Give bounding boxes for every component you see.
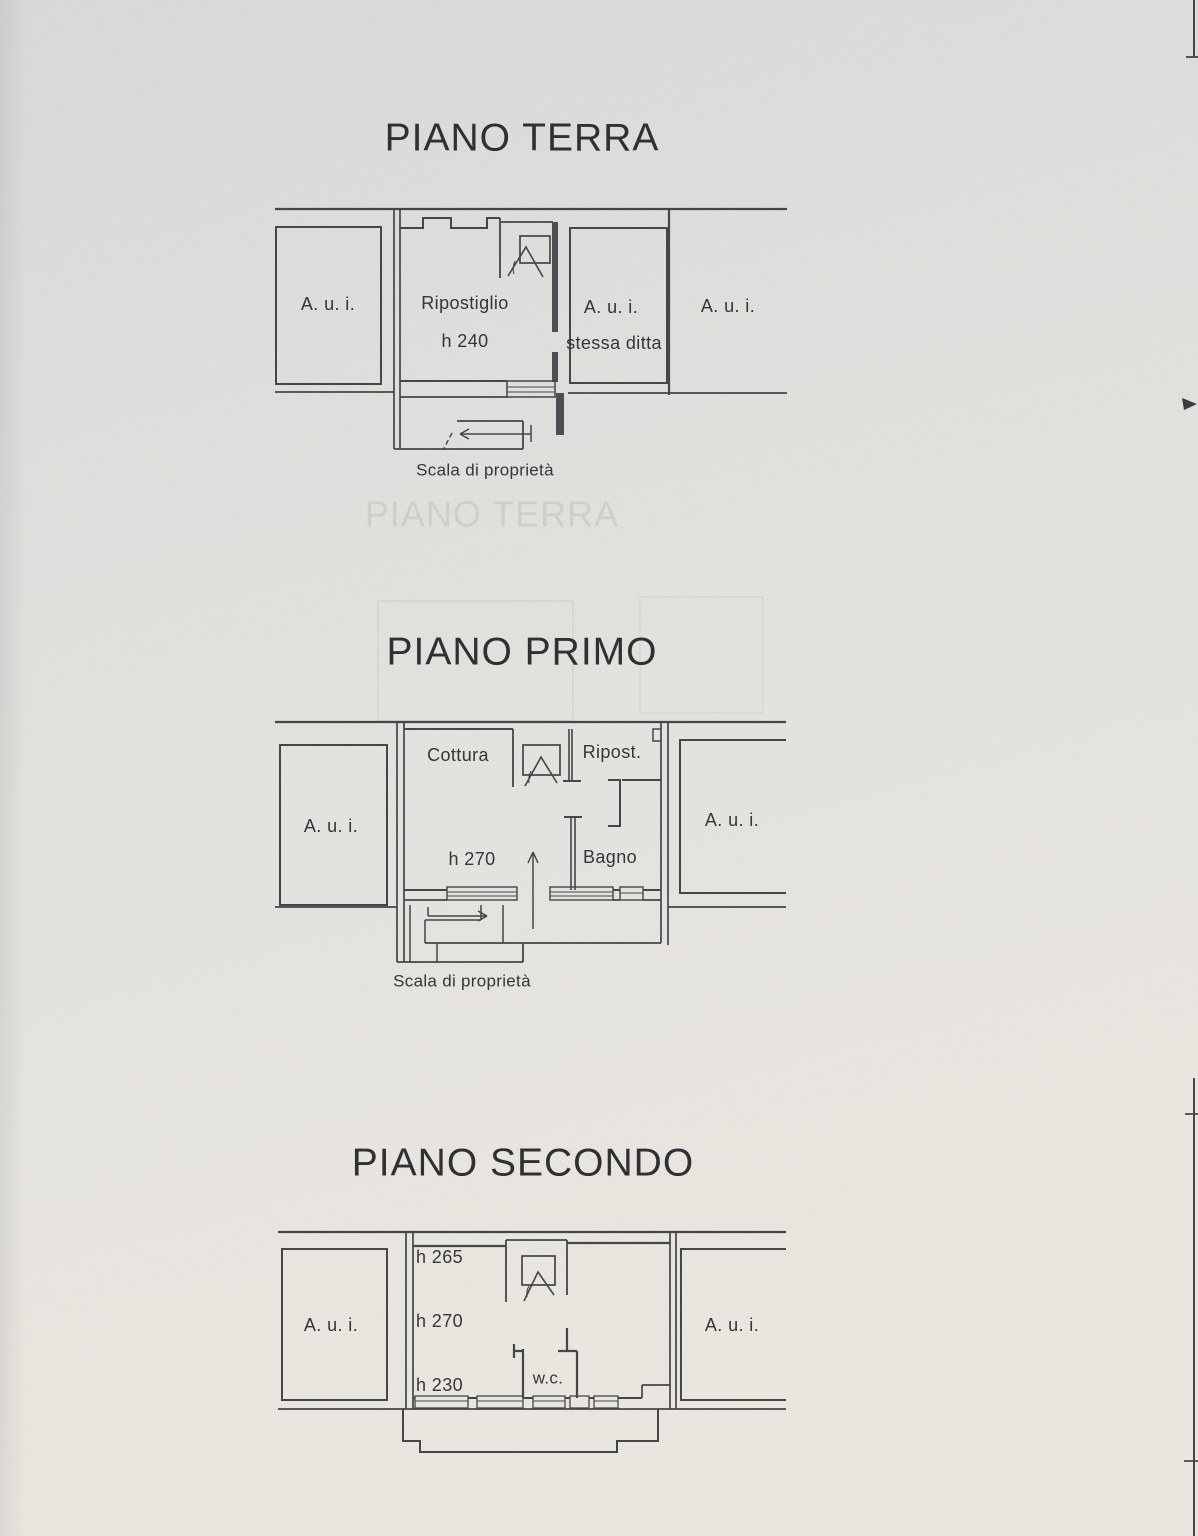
piano-primo-stairs <box>397 905 661 963</box>
piano-primo-plan: PIANO PRIMO <box>275 631 786 991</box>
room-label-ripost: Ripost. <box>583 742 642 762</box>
piano-primo-walls <box>275 720 786 962</box>
bagno-door-jamb <box>608 779 621 827</box>
room-label-aui-left: A. u. i. <box>304 1315 358 1335</box>
right-unit-room <box>680 1248 786 1401</box>
room-label-bagno: Bagno <box>583 847 637 867</box>
room-label-aui-right: A. u. i. <box>705 1315 759 1335</box>
piano-secondo-windows <box>414 1395 619 1409</box>
piano-terra-entrance-door <box>499 218 558 382</box>
height-label-230: h 230 <box>416 1375 463 1395</box>
wall-stub <box>556 393 564 435</box>
stair-direction-arrow <box>459 425 532 442</box>
stair-break-line <box>442 432 453 451</box>
room-height-label: h 270 <box>448 849 495 869</box>
room-label-aui-right: A. u. i. <box>584 297 638 317</box>
piano-secondo-title: PIANO SECONDO <box>352 1142 694 1185</box>
piano-primo-title: PIANO PRIMO <box>386 631 657 674</box>
scan-edge-artifacts <box>1182 0 1198 1536</box>
piano-terra-window <box>506 380 556 398</box>
stair-label: Scala di proprietà <box>393 972 531 991</box>
balcony-outline <box>402 1409 659 1453</box>
room-label-ripostiglio: Ripostiglio <box>421 293 508 313</box>
wc-room <box>512 1328 579 1398</box>
stair-direction-arrow <box>427 907 488 922</box>
ghost-title-text: PIANO TERRA <box>365 494 619 535</box>
piano-secondo-entrance-door <box>505 1239 568 1302</box>
piano-primo-entrance-door <box>512 729 561 787</box>
room-label-aui-left: A. u. i. <box>301 294 355 314</box>
piano-terra-stairs <box>394 420 532 451</box>
room-label-aui-right: A. u. i. <box>705 810 759 830</box>
piano-secondo-labels: A. u. i. h 265 h 270 h 230 w.c. A. u. i. <box>304 1247 759 1395</box>
piano-primo-windows <box>446 886 644 901</box>
piano-secondo-plan: PIANO SECONDO <box>278 1142 786 1453</box>
wall-poche <box>552 222 558 332</box>
room-height-label: h 240 <box>441 331 488 351</box>
room-label-aui-far-right: A. u. i. <box>701 296 755 316</box>
height-label-270: h 270 <box>416 1311 463 1331</box>
piano-terra-plan: PIANO TERRA <box>275 117 787 480</box>
room-label-stessa-ditta: stessa ditta <box>566 333 662 353</box>
right-unit-room <box>679 739 786 894</box>
ghost-outline <box>639 596 764 714</box>
door-swing-icon <box>524 755 558 787</box>
piano-terra-walls <box>275 207 787 449</box>
piano-primo-labels: A. u. i. Cottura Ripost. h 270 Bagno A. … <box>304 742 759 991</box>
entry-direction-arrow <box>527 851 539 929</box>
room-label-wc: w.c. <box>532 1369 564 1388</box>
piano-terra-labels: A. u. i. Ripostiglio h 240 A. u. i. stes… <box>301 293 755 480</box>
wall-poche <box>552 352 558 382</box>
height-label-265: h 265 <box>416 1247 463 1267</box>
piano-secondo-walls <box>278 1230 786 1453</box>
door-swing-icon <box>523 1270 555 1302</box>
room-label-cottura: Cottura <box>427 745 489 765</box>
stair-label: Scala di proprietà <box>416 461 554 480</box>
door-swing-icon <box>507 245 544 278</box>
piano-terra-title: PIANO TERRA <box>385 117 660 160</box>
scan-edge-shadow <box>0 0 26 1536</box>
bleed-through-ghost: PIANO TERRA <box>365 494 764 722</box>
edge-arrow-mark <box>1182 398 1197 410</box>
room-label-aui-left: A. u. i. <box>304 816 358 836</box>
